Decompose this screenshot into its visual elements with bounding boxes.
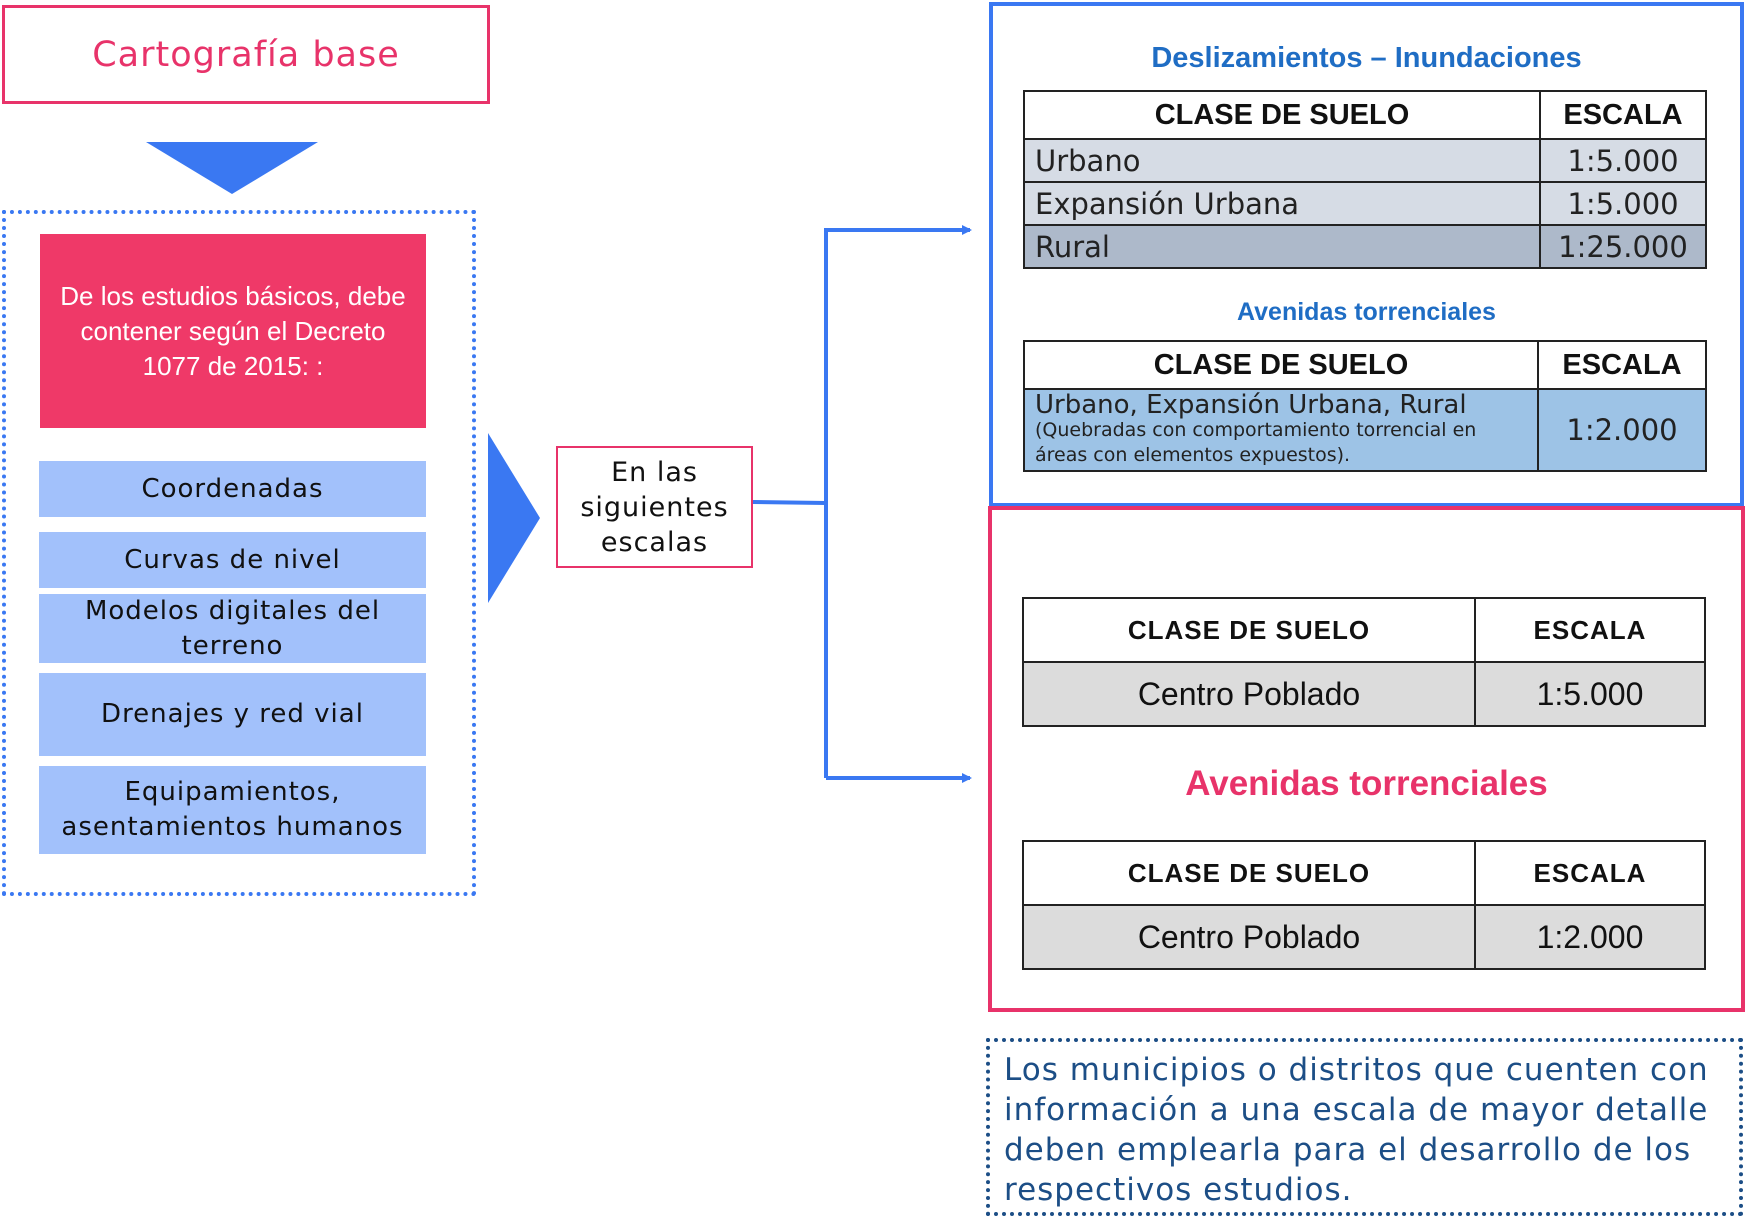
detail-scale-note: Los municipios o distritos que cuenten c…: [986, 1038, 1743, 1216]
down-arrow-icon: [146, 142, 318, 194]
table-header-clase: CLASE DE SUELO: [1022, 597, 1476, 663]
table-header-escala: ESCALA: [1539, 90, 1707, 140]
table-header-escala: ESCALA: [1474, 840, 1706, 906]
table-row: Centro Poblado 1:2.000: [1022, 904, 1706, 970]
cell-clase-note: (Quebradas con comportamiento torrencial…: [1035, 419, 1477, 466]
item-contour-lines: Curvas de nivel: [39, 532, 426, 588]
table-header-clase: CLASE DE SUELO: [1023, 340, 1539, 390]
cell-escala: 1:25.000: [1539, 224, 1707, 269]
table-row: Urbano 1:5.000: [1023, 138, 1707, 183]
cell-escala: 1:5.000: [1539, 181, 1707, 226]
table-row: Urbano, Expansión Urbana, Rural (Quebrad…: [1023, 388, 1707, 472]
connector-stem: [752, 500, 827, 505]
item-facilities-settlements: Equipamientos, asentamientos humanos: [39, 766, 426, 854]
scale-table-populated-center-torrential: CLASE DE SUELO ESCALA Centro Poblado 1:2…: [1022, 840, 1706, 970]
cell-clase: Centro Poblado: [1022, 661, 1476, 727]
item-coordinates: Coordenadas: [39, 461, 426, 517]
cell-clase: Urbano: [1023, 138, 1541, 183]
cell-escala: 1:5.000: [1539, 138, 1707, 183]
base-map-items-frame: [2, 210, 476, 896]
scale-table-populated-center: CLASE DE SUELO ESCALA Centro Poblado 1:5…: [1022, 597, 1706, 727]
decree-box: De los estudios básicos, debe contener s…: [40, 234, 426, 428]
scale-table-landslides: CLASE DE SUELO ESCALA Urbano 1:5.000 Exp…: [1023, 90, 1707, 269]
cell-clase: Rural: [1023, 224, 1541, 269]
table-row: Centro Poblado 1:5.000: [1022, 661, 1706, 727]
cell-clase: Urbano, Expansión Urbana, Rural: [1035, 390, 1467, 420]
panel-title-landslides-floods: Deslizamientos – Inundaciones: [1151, 42, 1582, 74]
table-header-escala: ESCALA: [1474, 597, 1706, 663]
panel-subtitle-torrential: Avenidas torrenciales: [1237, 298, 1496, 326]
table-row: Expansión Urbana 1:5.000: [1023, 181, 1707, 226]
cell-clase: Expansión Urbana: [1023, 181, 1541, 226]
cell-escala: 1:2.000: [1537, 388, 1707, 472]
table-row: Rural 1:25.000: [1023, 224, 1707, 269]
connector-branch-upper: [824, 225, 972, 778]
scales-connector-label: En las siguientes escalas: [556, 446, 753, 568]
urban-scales-panel: Deslizamientos – Inundaciones CLASE DE S…: [989, 2, 1744, 507]
cell-escala: 1:2.000: [1474, 904, 1706, 970]
item-drainage-road-network: Drenajes y red vial: [39, 673, 426, 756]
table-header-clase: CLASE DE SUELO: [1022, 840, 1476, 906]
item-digital-terrain-models: Modelos digitales del terreno: [39, 594, 426, 663]
right-arrow-icon: [488, 433, 540, 603]
populated-center-panel: CLASE DE SUELO ESCALA Centro Poblado 1:5…: [988, 506, 1745, 1012]
base-map-title: Cartografía base: [2, 5, 490, 104]
cell-escala: 1:5.000: [1474, 661, 1706, 727]
table-header-escala: ESCALA: [1537, 340, 1707, 390]
cell-clase: Centro Poblado: [1022, 904, 1476, 970]
scale-table-torrential: CLASE DE SUELO ESCALA Urbano, Expansión …: [1023, 340, 1707, 472]
table-header-clase: CLASE DE SUELO: [1023, 90, 1541, 140]
panel-subtitle-torrential: Avenidas torrenciales: [1185, 764, 1548, 803]
